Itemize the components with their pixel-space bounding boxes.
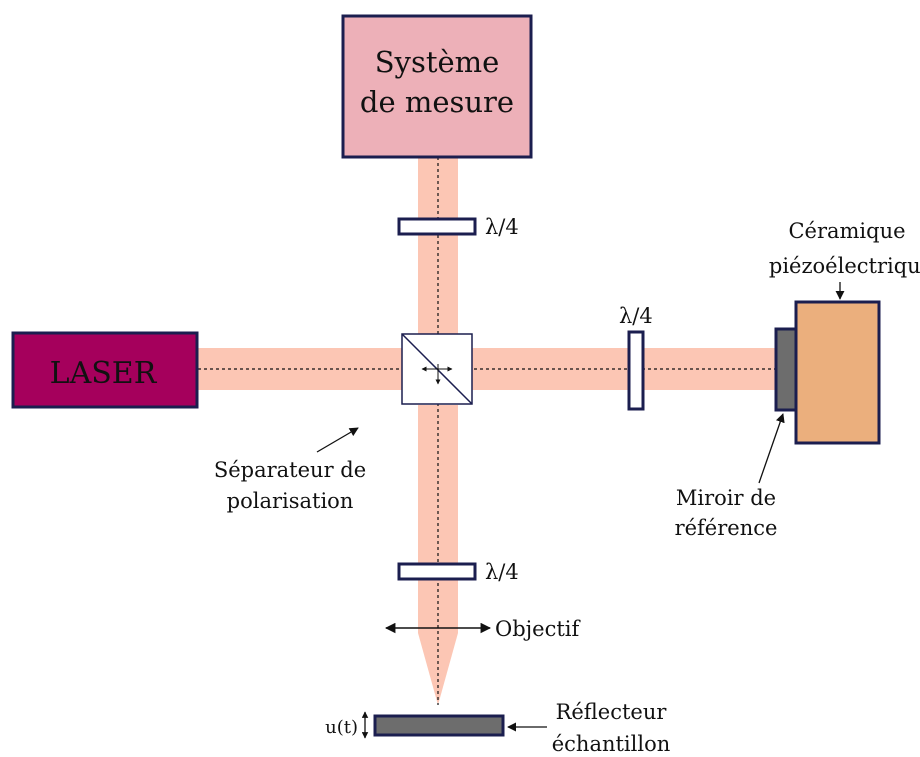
- reference-mirror-block: [774, 327, 798, 412]
- sample-reflector: u(t) Réflecteur échantillon: [325, 700, 670, 756]
- sample-reflector-plate: [373, 714, 505, 737]
- reference-mirror-line1: Miroir de: [676, 486, 776, 510]
- laser-box: [11, 331, 199, 409]
- waveplate-right: λ/4: [619, 304, 653, 411]
- beam-splitter-line1: Séparateur de: [214, 458, 366, 482]
- beam-splitter-line2: polarisation: [227, 489, 354, 513]
- beam-vertical-upper: [418, 157, 458, 335]
- sample-reflector-line1: Réflecteur: [556, 700, 668, 724]
- waveplate-bottom: λ/4: [397, 560, 519, 584]
- waveplate-bottom-label: λ/4: [485, 560, 519, 584]
- objective-lens: Objectif: [384, 617, 582, 641]
- piezo-line1: Céramique: [788, 219, 905, 243]
- optical-axes: [198, 157, 776, 705]
- beam-splitter-cube: [401, 333, 473, 405]
- waveplate-top-label: λ/4: [485, 215, 519, 239]
- beam-splitter-annotation: Séparateur de polarisation: [214, 427, 366, 513]
- piezo-ceramic: Céramique piézoélectrique: [769, 219, 920, 445]
- measurement-system-line2: de mesure: [360, 85, 514, 119]
- laser-beams: [198, 157, 776, 705]
- waveplate-right-label: λ/4: [619, 304, 653, 328]
- piezo-line2: piézoélectrique: [769, 254, 920, 278]
- measurement-system: Système de mesure: [341, 14, 533, 159]
- sample-displacement-label: u(t): [325, 717, 358, 738]
- reference-mirror: Miroir de référence: [675, 327, 798, 540]
- beam-splitter-pointer-arrow: [316, 427, 359, 453]
- objective-label: Objectif: [495, 617, 582, 641]
- measurement-system-line1: Système: [375, 45, 500, 79]
- laser-label: LASER: [50, 356, 158, 391]
- piezo-box: [794, 300, 881, 445]
- sample-reflector-line2: échantillon: [552, 732, 671, 756]
- laser-source: LASER: [11, 331, 199, 409]
- reference-mirror-line2: référence: [675, 516, 778, 540]
- reference-mirror-pointer-arrow: [758, 413, 785, 484]
- waveplate-top: λ/4: [397, 215, 519, 239]
- measurement-system-box: [341, 14, 533, 159]
